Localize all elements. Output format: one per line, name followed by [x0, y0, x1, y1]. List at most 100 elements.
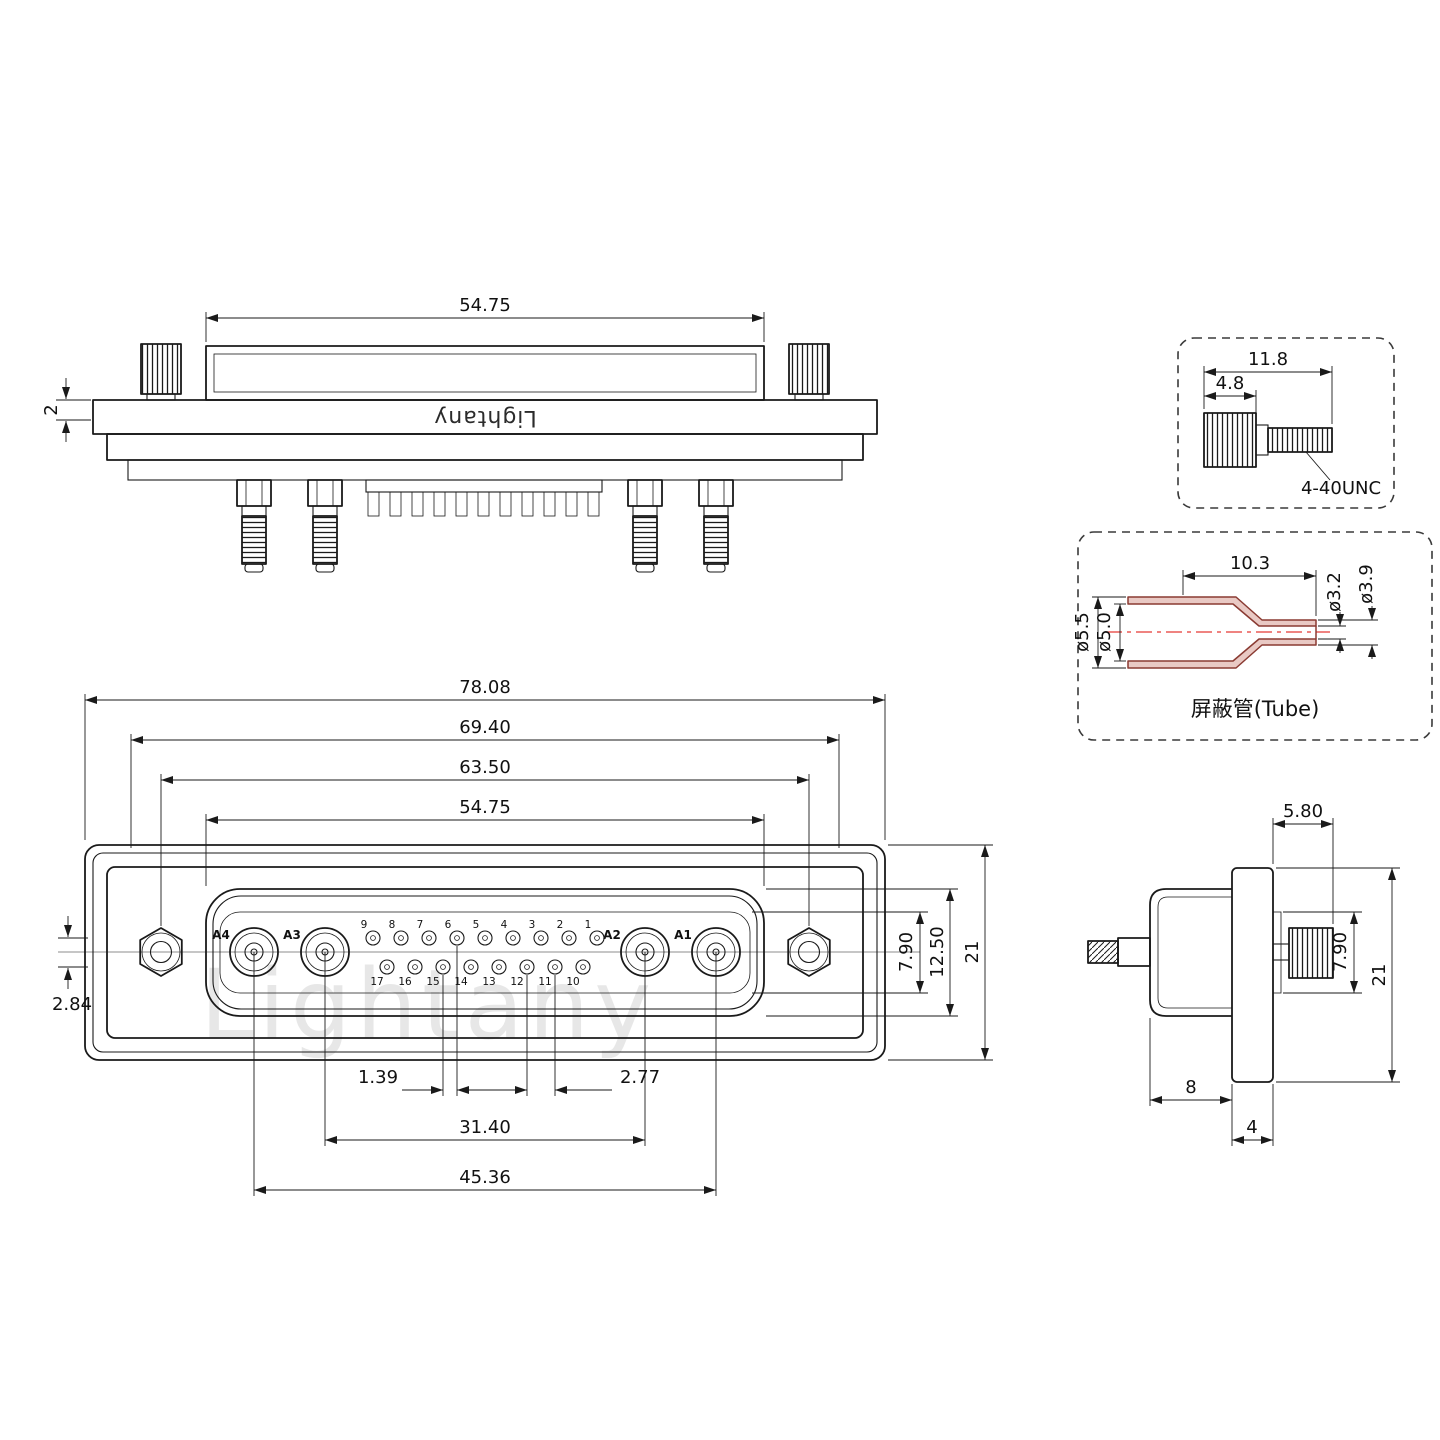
dim-tube-inner-large-label: ø5.0: [1094, 612, 1115, 652]
dim-side-overall-height-label: 21: [1369, 964, 1390, 987]
pin-number: 17: [370, 976, 383, 988]
pin-contact: [393, 930, 409, 946]
dim-shroud-width-label: 54.75: [459, 797, 511, 818]
pin-contact: [379, 959, 395, 975]
pin-number: 14: [454, 976, 468, 988]
dsub-insert-face: [219, 911, 751, 994]
topview-jackscrew-right: [788, 343, 830, 401]
dim-a4-a1-span-label: 45.36: [459, 1167, 511, 1188]
topview-coax-tail-a1: [698, 479, 734, 573]
pin-number: 6: [445, 919, 452, 931]
tube-wall-top: [1127, 596, 1317, 627]
pin-number: 16: [398, 976, 412, 988]
dim-a3-a2-span-label: 31.40: [459, 1117, 511, 1138]
pin-field-bottom-row: 17 16 15 14 13 12 11 10: [370, 959, 591, 988]
sideview-flange: [1231, 867, 1274, 1083]
pin-number: 10: [566, 976, 579, 988]
pin-number: 1: [585, 919, 592, 931]
dim-tube-outer-large-label: ø5.5: [1072, 612, 1093, 652]
dim-screw-protrusion: 5.80: [1272, 801, 1334, 924]
screw-head: [1203, 412, 1257, 468]
dim-tube-outer-large: ø5.5: [1072, 596, 1126, 669]
coax-label-a1: A1: [674, 928, 692, 942]
dim-topview-thickness: 2: [41, 378, 91, 442]
topview-shroud-inner: [213, 353, 757, 393]
dim-pitch-label: 2.77: [620, 1067, 660, 1088]
dim-screw-total-label: 11.8: [1248, 349, 1288, 370]
screw-detail-view: 11.8 4.8 4-40UNC: [1177, 337, 1395, 509]
watermark-text: Lightany: [200, 949, 656, 1061]
dim-tube-length-label: 10.3: [1230, 553, 1270, 574]
dim-side-shroud-height-label: 7.90: [1330, 932, 1351, 972]
dsub-shroud-inner: [212, 895, 758, 1010]
dim-tube-length: 10.3: [1182, 553, 1317, 616]
pin-contact: [533, 930, 549, 946]
front-view: A4 A3 A2 A1 9 8 7 6 5 4 3 2 1: [52, 677, 993, 1196]
pin-number: 13: [482, 976, 495, 988]
dim-row-offset-label: 2.84: [52, 994, 92, 1015]
frontview-outer-flange: [84, 844, 886, 1061]
pin-field-top-row: 9 8 7 6 5 4 3 2 1: [361, 919, 605, 946]
pin-contact: [547, 959, 563, 975]
pin-contact: [365, 930, 381, 946]
pin-contact: [575, 959, 591, 975]
pin-number: 15: [426, 976, 439, 988]
frontview-inner-flange: [106, 866, 864, 1039]
dsub-shroud-outer: [205, 888, 765, 1017]
pin-number: 7: [417, 919, 424, 931]
coax-label-a2: A2: [603, 928, 621, 942]
pin-contact: [505, 930, 521, 946]
screw-neck: [1255, 424, 1269, 456]
dim-topview-thickness-label: 2: [41, 404, 62, 415]
sideview-shroud: [1149, 888, 1232, 1017]
dim-screw-head-label: 4.8: [1216, 373, 1245, 394]
dim-overall-height-label: 21: [962, 941, 983, 964]
dim-tube-inner-small: ø3.2: [1318, 572, 1346, 653]
dim-flange-thickness-label: 4: [1246, 1117, 1257, 1138]
dim-shroud-inner-height-label: 7.90: [896, 932, 917, 972]
coax-label-a4: A4: [212, 928, 230, 942]
dim-screw-span: 63.50: [160, 757, 810, 926]
pin-contact: [589, 930, 605, 946]
dim-topview-width-label: 54.75: [459, 295, 511, 316]
screw-thread: [1267, 427, 1333, 453]
dim-body-width-label: 69.40: [459, 717, 511, 738]
dim-tube-inner-small-label: ø3.2: [1324, 572, 1345, 612]
pin-number: 11: [538, 976, 551, 988]
dim-screw-total-length: 11.8: [1203, 349, 1333, 424]
dim-topview-width: 54.75: [205, 295, 765, 342]
topview-coax-tail-a2: [627, 479, 663, 573]
pin-number: 9: [361, 919, 368, 931]
mounting-nut-right: [787, 927, 831, 977]
pin-number: 3: [529, 919, 536, 931]
pin-contact: [477, 930, 493, 946]
dim-overall-width: 78.08: [84, 677, 886, 840]
pin-contact: [449, 930, 465, 946]
pin-number: 5: [473, 919, 480, 931]
side-view: 5.80 7.90 21 8 4: [1087, 801, 1400, 1146]
dim-a4-a1-span: 45.36: [253, 952, 717, 1196]
screw-detail-frame: [1177, 337, 1395, 509]
dim-tube-inner-large: ø5.0: [1094, 603, 1126, 662]
pin-number: 8: [389, 919, 396, 931]
topview-coax-tail-a3: [307, 479, 343, 573]
pin-contact: [519, 959, 535, 975]
dim-screw-span-label: 63.50: [459, 757, 511, 778]
dim-shroud-outer-height: 12.50: [766, 888, 958, 1017]
tube-detail-caption: 屏蔽管(Tube): [1191, 697, 1320, 721]
sideview-coax-contact: [1087, 937, 1151, 967]
mounting-nut-left: [139, 927, 183, 977]
dim-flange-thickness: 4: [1232, 1084, 1274, 1146]
topview-rear-body: [127, 459, 843, 481]
dim-shroud-depth-label: 8: [1185, 1077, 1196, 1098]
dim-shroud-depth: 8: [1149, 1018, 1233, 1146]
pin-contact: [491, 959, 507, 975]
frontview-gasket-line: [92, 852, 878, 1053]
dim-side-shroud-height: 7.90: [1283, 911, 1362, 994]
pin-contact: [435, 959, 451, 975]
sideview-jackscrew: [1272, 927, 1334, 979]
brand-text-flipped: Lightany: [433, 405, 536, 430]
dim-half-pitch-label: 1.39: [358, 1067, 398, 1088]
